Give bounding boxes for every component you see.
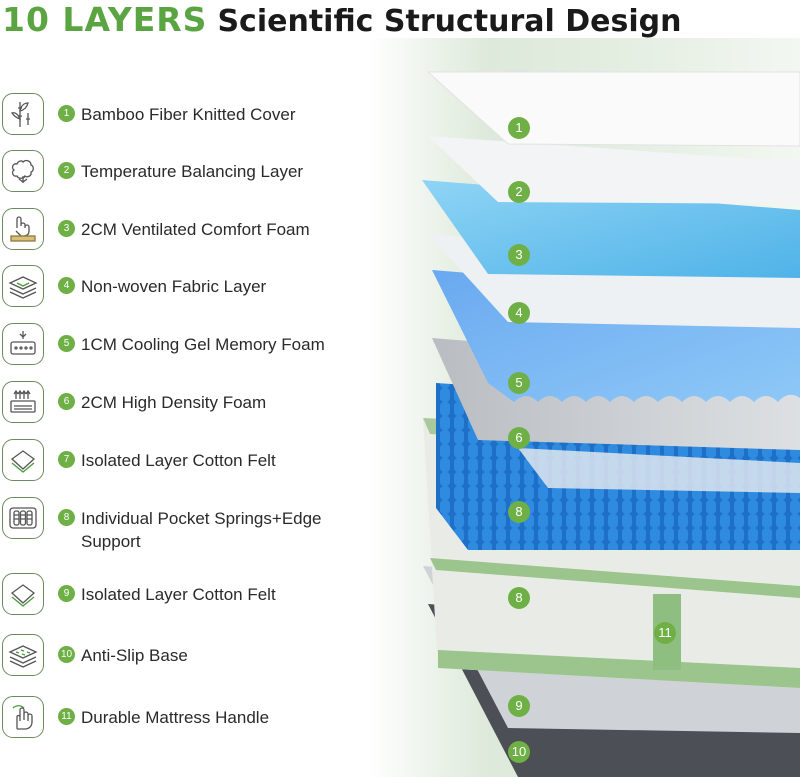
layer-item-2: 2 Temperature Balancing Layer bbox=[0, 150, 370, 198]
scene-label-10: 10 bbox=[508, 741, 530, 763]
layer-number: 5 bbox=[58, 335, 75, 352]
bamboo-icon bbox=[2, 93, 44, 135]
cotton-icon bbox=[2, 150, 44, 192]
felt-sheet-icon bbox=[2, 573, 44, 615]
layer-number: 9 bbox=[58, 585, 75, 602]
layer-item-11: 11 Durable Mattress Handle bbox=[0, 696, 370, 744]
layer-label: Isolated Layer Cotton Felt bbox=[81, 451, 276, 470]
layer-item-10: 10 Anti-Slip Base bbox=[0, 634, 370, 682]
layer-label: 1CM Cooling Gel Memory Foam bbox=[81, 335, 325, 354]
layer-label: 2CM Ventilated Comfort Foam bbox=[81, 220, 310, 239]
fabric-layers-icon bbox=[2, 265, 44, 307]
gel-foam-icon bbox=[2, 323, 44, 365]
hand-press-foam-icon bbox=[2, 208, 44, 250]
layer-item-3: 3 2CM Ventilated Comfort Foam bbox=[0, 208, 370, 256]
scene-label-8-edge: 8 bbox=[508, 587, 530, 609]
layer-label: Durable Mattress Handle bbox=[81, 708, 270, 727]
layer-label: Non-woven Fabric Layer bbox=[81, 277, 267, 296]
scene-label-2: 2 bbox=[508, 181, 530, 203]
layer-label: Isolated Layer Cotton Felt bbox=[81, 585, 276, 604]
title-highlight: 10 LAYERS bbox=[2, 0, 208, 39]
page-title: 10 LAYERS Scientific Structural Design bbox=[2, 0, 681, 40]
layer-item-8: 8 Individual Pocket Springs+Edge Support bbox=[0, 497, 370, 557]
scene-label-11: 11 bbox=[654, 622, 676, 644]
scene-label-8-springs: 8 bbox=[508, 501, 530, 523]
scene-label-1: 1 bbox=[508, 117, 530, 139]
layer-item-4: 4 Non-woven Fabric Layer bbox=[0, 265, 370, 313]
layer-label: Anti-Slip Base bbox=[81, 646, 188, 665]
mattress-layers-illustration bbox=[422, 71, 800, 777]
scene-label-5: 5 bbox=[508, 372, 530, 394]
title-rest: Scientific Structural Design bbox=[217, 4, 682, 39]
layer-item-9: 9 Isolated Layer Cotton Felt bbox=[0, 573, 370, 621]
layer-label: Individual Pocket Springs+Edge Support bbox=[81, 509, 322, 551]
layer-number: 11 bbox=[58, 708, 75, 725]
scene-label-3: 3 bbox=[508, 244, 530, 266]
layer-number: 4 bbox=[58, 277, 75, 294]
layer-item-5: 5 1CM Cooling Gel Memory Foam bbox=[0, 323, 370, 371]
layer-number: 8 bbox=[58, 509, 75, 526]
layer-list: 1 Bamboo Fiber Knitted Cover 2 Temperatu… bbox=[0, 0, 370, 777]
layer-number: 6 bbox=[58, 393, 75, 410]
layer-number: 2 bbox=[58, 162, 75, 179]
layer-number: 3 bbox=[58, 220, 75, 237]
mattress-exploded-view: 1 2 3 4 5 6 8 8 11 9 10 bbox=[368, 38, 800, 777]
layer-number: 10 bbox=[58, 646, 75, 663]
pocket-springs-icon bbox=[2, 497, 44, 539]
layer-label: Bamboo Fiber Knitted Cover bbox=[81, 105, 296, 124]
layer-label: Temperature Balancing Layer bbox=[81, 162, 304, 181]
scene-label-9: 9 bbox=[508, 695, 530, 717]
layer-number: 7 bbox=[58, 451, 75, 468]
density-foam-icon bbox=[2, 381, 44, 423]
layer-number: 1 bbox=[58, 105, 75, 122]
scene-label-4: 4 bbox=[508, 302, 530, 324]
anti-slip-base-icon bbox=[2, 634, 44, 676]
felt-sheet-icon bbox=[2, 439, 44, 481]
layer-item-1: 1 Bamboo Fiber Knitted Cover bbox=[0, 93, 370, 141]
layer-1-cover bbox=[426, 71, 800, 147]
layer-item-6: 6 2CM High Density Foam bbox=[0, 381, 370, 429]
scene-label-6: 6 bbox=[508, 427, 530, 449]
handle-hand-icon bbox=[2, 696, 44, 738]
layer-label: 2CM High Density Foam bbox=[81, 393, 267, 412]
layer-item-7: 7 Isolated Layer Cotton Felt bbox=[0, 439, 370, 487]
